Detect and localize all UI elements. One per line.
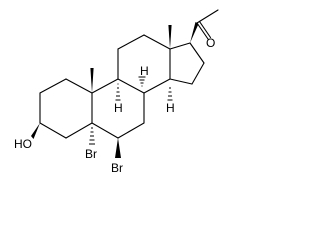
molecule-drawing: O H H H HO Br Br [14, 9, 219, 175]
bromine-6-label: Br [111, 161, 123, 175]
bromine-6-wedge [115, 138, 121, 158]
ketone-oxygen-label: O [206, 36, 215, 50]
ring-a [39, 78, 93, 139]
bromine-5-label: Br [85, 147, 97, 161]
ring-d [169, 42, 205, 85]
h-8-label: H [140, 64, 149, 78]
h-9-hash [115, 83, 121, 101]
bromine-5-hash [89, 127, 95, 145]
methyl-19-wedge [90, 68, 94, 93]
h-8-hash [138, 76, 146, 87]
hydroxyl-wedge [31, 123, 40, 139]
acetyl-group [190, 9, 219, 43]
structure-diagram: O H H H HO Br Br [14, 9, 219, 175]
hydroxyl-label: HO [14, 137, 32, 151]
ring-b [91, 78, 145, 139]
h-14-label: H [166, 101, 175, 115]
h-9-label: H [114, 101, 123, 115]
h-14-hash [167, 87, 173, 101]
ring-c [117, 34, 171, 94]
methyl-18-wedge [168, 25, 172, 49]
